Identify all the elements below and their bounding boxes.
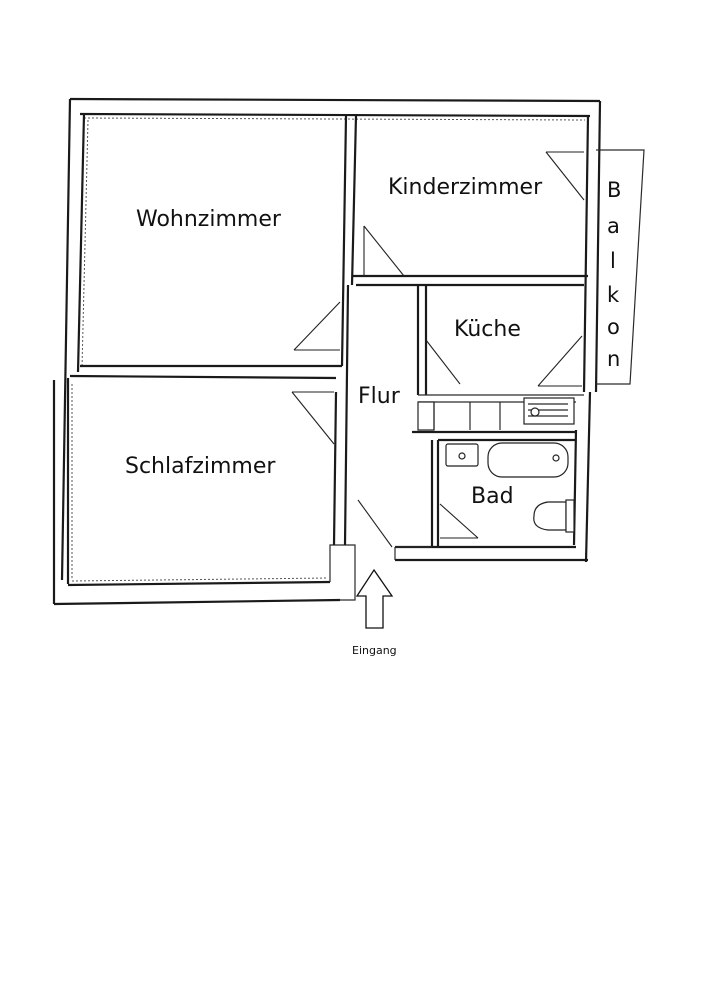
interior-walls bbox=[69, 115, 588, 548]
balcony-letter: l bbox=[610, 249, 616, 273]
balcony-label: B a l k o n bbox=[607, 178, 621, 371]
entrance-label: Eingang bbox=[352, 644, 397, 657]
balcony-letter: o bbox=[607, 315, 620, 339]
balcony-letter: B bbox=[607, 178, 621, 202]
room-label-kueche: Küche bbox=[454, 317, 521, 342]
room-label-bad: Bad bbox=[471, 484, 514, 509]
outer-walls bbox=[52, 97, 602, 606]
bathtub bbox=[487, 442, 569, 478]
balcony-letter: a bbox=[607, 214, 620, 238]
bath-fixtures bbox=[445, 442, 575, 533]
balcony-letter: n bbox=[607, 347, 620, 371]
doors bbox=[291, 151, 585, 548]
room-label-flur: Flur bbox=[358, 384, 401, 409]
toilet bbox=[533, 501, 567, 531]
entrance-arrow-icon bbox=[355, 568, 394, 629]
room-label-kinderzimmer: Kinderzimmer bbox=[388, 175, 543, 200]
room-label-schlafzimmer: Schlafzimmer bbox=[125, 454, 276, 479]
room-label-wohnzimmer: Wohnzimmer bbox=[136, 207, 282, 232]
balcony-letter: k bbox=[607, 283, 620, 307]
balcony bbox=[596, 149, 645, 385]
